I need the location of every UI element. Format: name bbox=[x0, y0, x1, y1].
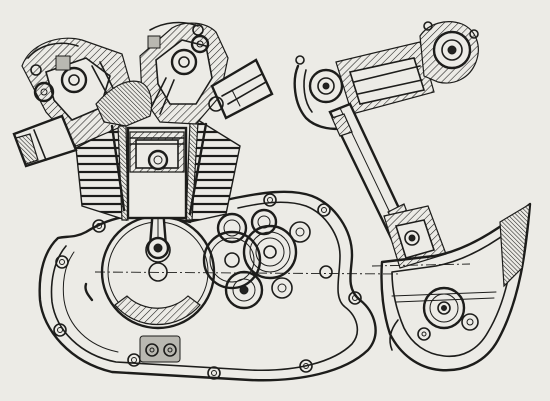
end-section-view bbox=[293, 21, 532, 372]
rocker-boxes bbox=[27, 21, 204, 76]
timing-gears bbox=[202, 208, 333, 310]
end-view-crank-block bbox=[383, 205, 447, 269]
oil-pump bbox=[139, 335, 181, 363]
crankcase-outline bbox=[38, 190, 377, 382]
end-view-rocker-housing bbox=[419, 21, 479, 84]
piston bbox=[129, 131, 185, 173]
valley-casting bbox=[95, 80, 153, 127]
end-view-oil-pump bbox=[417, 286, 479, 341]
exhaust-port bbox=[12, 114, 78, 168]
end-view-left-housing bbox=[293, 55, 350, 130]
end-view-cylinder bbox=[308, 41, 435, 115]
side-section-view bbox=[12, 21, 401, 382]
end-view-drain bbox=[389, 319, 399, 351]
breather-pipe bbox=[84, 282, 94, 302]
pushrod-tube-right bbox=[188, 122, 208, 216]
pushrod-tube-left bbox=[110, 124, 126, 212]
inlet-pipe bbox=[208, 58, 274, 120]
cylinder-head-right bbox=[139, 22, 229, 125]
crankcase-bolt-bosses bbox=[53, 193, 362, 380]
